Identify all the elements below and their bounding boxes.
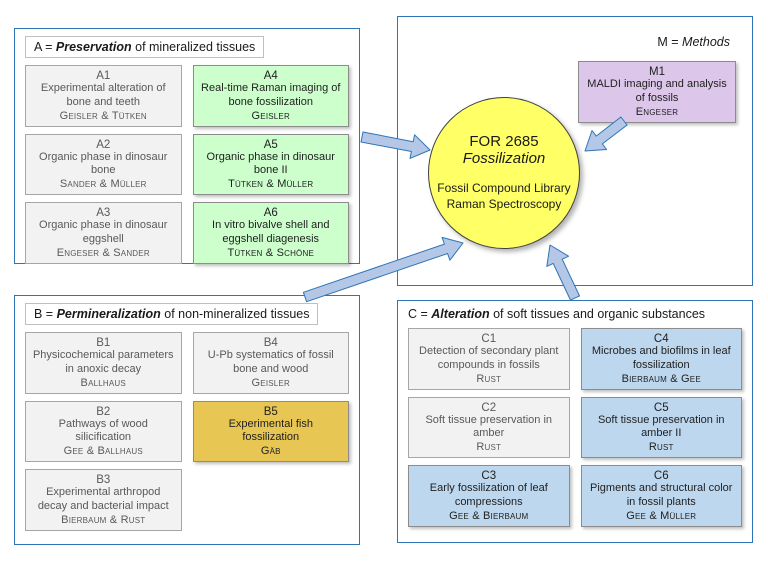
group-a-title-emphasis: Preservation (55, 40, 132, 54)
project-card-a1: A1 Experimental alteration of bone and t… (25, 65, 182, 127)
project-card-a6: A6 In vitro bivalve shell and eggshell d… (192, 202, 349, 264)
group-b-cards: B1 Physicochemical parameters in anoxic … (25, 332, 349, 531)
group-b-title-prefix: B = (34, 307, 57, 321)
group-c-cards: C1 Detection of secondary plant compound… (408, 328, 742, 527)
project-card-c3: C3 Early fossilization of leaf compressi… (408, 465, 570, 527)
group-b-title-suffix: of non-mineralized tissues (160, 307, 310, 321)
group-m-title-emphasis: Methods (682, 35, 730, 49)
project-id: A4 (263, 70, 278, 82)
group-b-title: B = Permineralization of non-mineralized… (25, 303, 319, 325)
project-title: Early fossilization of leaf compressions (429, 482, 548, 508)
group-b-title-emphasis: Permineralization (56, 307, 161, 321)
project-card-a2: A2 Organic phase in dinosaur bone Sander… (25, 133, 182, 195)
project-card-b4: B4 U-Pb systematics of fossil bone and w… (192, 332, 349, 394)
project-title: Organic phase in dinosaur bone II (206, 150, 335, 177)
project-title: Physicochemical parameters in anoxic dec… (32, 349, 174, 375)
project-id: B1 (96, 337, 111, 349)
project-investigators: Tütken & Schöne (227, 246, 314, 259)
project-id: C3 (481, 470, 497, 482)
group-m-methods: M = Methods M1 MALDI imaging and analysi… (397, 16, 753, 286)
project-id: C4 (653, 333, 669, 345)
group-a-preservation: A = Preservation of mineralized tissues … (14, 28, 360, 264)
group-a-title: A = Preservation of mineralized tissues (25, 36, 265, 58)
project-title: In vitro bivalve shell and eggshell diag… (212, 219, 330, 245)
project-card-b2: B2 Pathways of wood silicification Gee &… (25, 400, 182, 462)
project-id: A1 (96, 70, 111, 82)
center-program: FOR 2685 (469, 133, 539, 151)
project-title: U-Pb systematics of fossil bone and wood (207, 349, 334, 375)
project-card-a3: A3 Organic phase in dinosaur eggshell En… (25, 202, 182, 264)
project-id: C6 (653, 470, 669, 482)
project-card-m1: M1 MALDI imaging and analysis of fossils… (578, 61, 736, 123)
group-a-cards: A1 Experimental alteration of bone and t… (25, 65, 349, 264)
project-card-b5: B5 Experimental fish fossilization Gäb (192, 400, 349, 462)
project-card-c1: C1 Detection of secondary plant compound… (408, 328, 570, 390)
project-title: Organic phase in dinosaur eggshell (39, 219, 168, 245)
project-id: A6 (263, 207, 278, 219)
project-title: MALDI imaging and analysis of fossils (587, 78, 727, 104)
project-investigators: Rust (648, 441, 674, 453)
group-c-title-emphasis: Alteration (431, 307, 490, 321)
project-investigators: Ballhaus (80, 376, 126, 389)
project-investigators: Bierbaum & Rust (61, 513, 146, 526)
project-investigators: Geisler (251, 376, 290, 389)
project-id: A3 (96, 207, 111, 219)
group-c-title-suffix: of soft tissues and organic substances (489, 307, 706, 321)
group-c-title: C = Alteration of soft tissues and organ… (408, 307, 742, 321)
project-card-a5: A5 Organic phase in dinosaur bone II Tüt… (192, 133, 349, 195)
group-b-permineralization: B = Permineralization of non-mineralized… (14, 295, 360, 545)
project-title: Detection of secondary plant compounds i… (419, 345, 559, 371)
project-title: Pathways of wood silicification (58, 417, 148, 444)
center-name: Fossilization (462, 150, 546, 168)
project-title: Experimental arthropod decay and bacteri… (37, 486, 169, 512)
group-c-alteration: C = Alteration of soft tissues and organ… (397, 300, 753, 543)
project-title: Experimental alteration of bone and teet… (40, 82, 166, 108)
project-card-c2: C2 Soft tissue preservation in amber Rus… (408, 396, 570, 458)
project-investigators: Gee & Müller (626, 509, 697, 522)
project-id: B3 (96, 474, 111, 486)
project-investigators: Geisler (251, 109, 290, 122)
project-title: Soft tissue preservation in amber II (597, 413, 725, 440)
project-id: C5 (653, 401, 669, 414)
project-card-a4: A4 Real-time Raman imaging of bone fossi… (192, 65, 349, 127)
project-id: C1 (481, 333, 497, 345)
project-title: Soft tissue preservation in amber (425, 413, 553, 440)
project-investigators: Geisler & Tütken (59, 109, 147, 122)
project-id: B5 (263, 405, 278, 418)
project-id: A2 (96, 138, 111, 151)
project-investigators: Rust (476, 441, 502, 453)
project-id: A5 (263, 138, 278, 151)
project-title: Organic phase in dinosaur bone (39, 150, 168, 177)
project-title: Real-time Raman imaging of bone fossiliz… (201, 82, 341, 108)
project-title: Microbes and biofilms in leaf fossilizat… (591, 345, 731, 371)
project-id: C2 (481, 401, 497, 414)
project-investigators: Engeser (635, 105, 679, 118)
center-node-for-2685: FOR 2685 Fossilization Fossil Compound L… (428, 97, 580, 249)
group-m-title-prefix: M = (657, 35, 683, 49)
project-id: B4 (263, 337, 278, 349)
project-title: Pigments and structural color in fossil … (590, 482, 733, 508)
project-card-b1: B1 Physicochemical parameters in anoxic … (25, 332, 182, 394)
center-spectroscopy: Raman Spectroscopy (446, 197, 562, 211)
project-investigators: Gäb (260, 445, 281, 457)
project-card-b3: B3 Experimental arthropod decay and bact… (25, 469, 182, 531)
center-library: Fossil Compound Library (437, 181, 571, 196)
project-id: B2 (96, 405, 111, 418)
project-investigators: Engeser & Sander (56, 246, 150, 259)
project-investigators: Tütken & Müller (228, 178, 314, 190)
group-a-title-prefix: A = (34, 40, 56, 54)
project-investigators: Gee & Bierbaum (449, 509, 529, 522)
project-investigators: Gee & Ballhaus (63, 445, 143, 457)
project-investigators: Rust (476, 372, 502, 385)
group-m-title: M = Methods (657, 35, 730, 49)
project-card-c5: C5 Soft tissue preservation in amber II … (580, 396, 742, 458)
project-investigators: Bierbaum & Gee (621, 372, 701, 385)
group-c-title-prefix: C = (408, 307, 432, 321)
project-title: Experimental fish fossilization (228, 417, 313, 444)
project-investigators: Sander & Müller (59, 178, 147, 190)
group-a-title-suffix: of mineralized tissues (131, 40, 256, 54)
project-card-c6: C6 Pigments and structural color in foss… (580, 465, 742, 527)
project-card-c4: C4 Microbes and biofilms in leaf fossili… (580, 328, 742, 390)
project-id: M1 (649, 66, 665, 78)
